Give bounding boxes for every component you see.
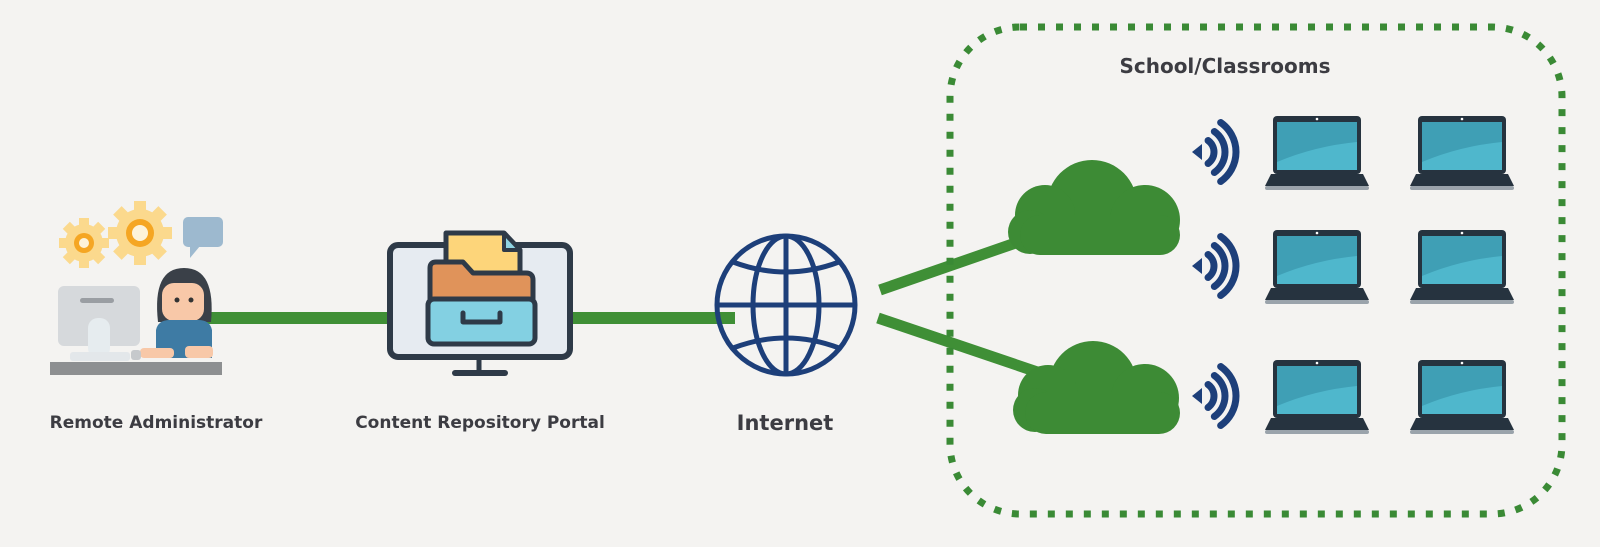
wifi-signal-icon <box>1192 119 1240 185</box>
desk <box>50 362 222 375</box>
wifi-signal-icon <box>1192 363 1240 429</box>
connector-internet-cloud-top <box>878 232 1032 296</box>
laptop-icon <box>1265 360 1369 434</box>
administrator-at-computer-icon <box>50 201 223 375</box>
laptop-icon <box>1410 360 1514 434</box>
connectors <box>205 232 1057 384</box>
file-cabinet-monitor-icon <box>387 230 573 376</box>
laptops <box>1265 116 1514 434</box>
desktop-monitor-icon <box>58 286 140 361</box>
school-classrooms-label: School/Classrooms <box>1119 54 1331 78</box>
laptop-icon <box>1410 116 1514 190</box>
laptop-icon <box>1265 230 1369 304</box>
wifi-signals <box>1192 119 1240 429</box>
remote-administrator-label: Remote Administrator <box>49 413 263 433</box>
cloud-icon-top <box>1008 160 1180 255</box>
content-repository-portal-label: Content Repository Portal <box>355 413 605 433</box>
cloud-icon-bottom <box>1013 341 1180 434</box>
person-icon <box>131 268 213 360</box>
gear-icon-large <box>108 201 172 265</box>
internet-label: Internet <box>736 411 834 435</box>
wifi-signal-icon <box>1192 233 1240 299</box>
speech-bubble-icon <box>183 217 223 258</box>
laptop-icon <box>1410 230 1514 304</box>
connector-internet-cloud-bottom <box>876 312 1057 384</box>
gear-icon-small <box>59 218 109 268</box>
globe-icon <box>714 233 858 377</box>
school-boundary <box>946 23 1566 518</box>
laptop-icon <box>1265 116 1369 190</box>
